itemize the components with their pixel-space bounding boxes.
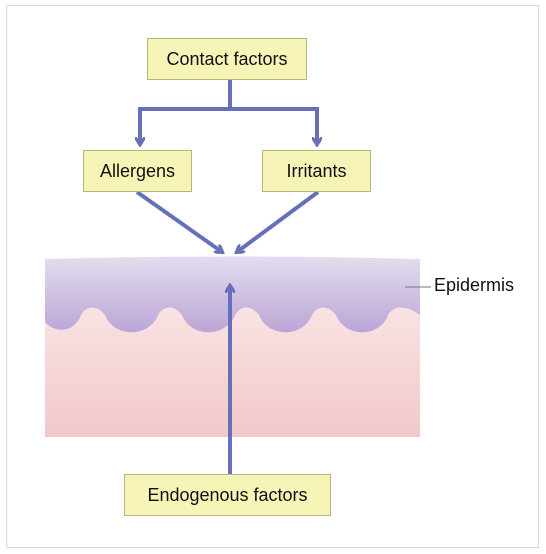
- allergens-label: Allergens: [99, 161, 176, 181]
- arrow-allergens-to-skin: [135, 190, 222, 252]
- allergens-box: Allergens: [83, 150, 192, 192]
- connector-contact-to-branches: [140, 80, 317, 111]
- endogenous-factors-box: Endogenous factors: [124, 474, 331, 516]
- arrow-irritants-to-skin: [237, 190, 320, 252]
- irritants-label: Irritants: [286, 161, 347, 181]
- contact-factors-box: Contact factors: [147, 38, 307, 80]
- epidermis-layer: [45, 256, 420, 333]
- endogenous-factors-label: Endogenous factors: [147, 485, 308, 505]
- epidermis-label: Epidermis: [434, 275, 515, 295]
- contact-factors-label: Contact factors: [166, 49, 288, 69]
- irritants-box: Irritants: [262, 150, 371, 192]
